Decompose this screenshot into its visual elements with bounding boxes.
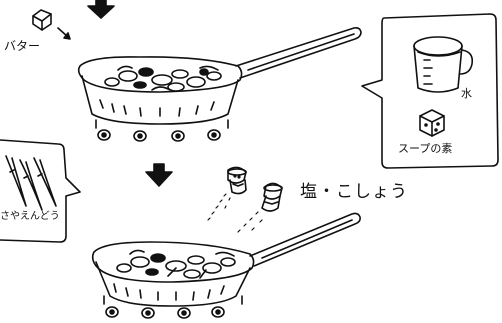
snow-pea-icon [5,155,57,211]
seasoning-sprinkles [207,193,263,233]
stock-cube-label: スープの素 [398,142,453,155]
stock-cube-icon [419,109,445,137]
down-arrow-icon [87,0,115,19]
snow-peas-label: さやえんどう [0,211,60,222]
down-arrow-icon [145,163,173,187]
pepper-shaker-icon [261,182,283,212]
water-label: 水 [461,87,472,100]
frying-pan-icon [91,212,361,307]
speech-bubble-snow-peas [0,139,81,243]
butter-label: バター [4,39,41,53]
speech-bubble-water-stock [361,13,499,169]
butter-icon [32,9,52,31]
salt-shaker-icon [227,166,247,195]
stove-burner-icon [103,295,243,319]
salt-pepper-label: 塩・こしょう [300,182,408,202]
frying-pan-icon [77,27,362,125]
small-arrow-icon [57,27,71,40]
measuring-cup-icon [413,36,474,93]
stove-burner-icon [95,119,229,142]
